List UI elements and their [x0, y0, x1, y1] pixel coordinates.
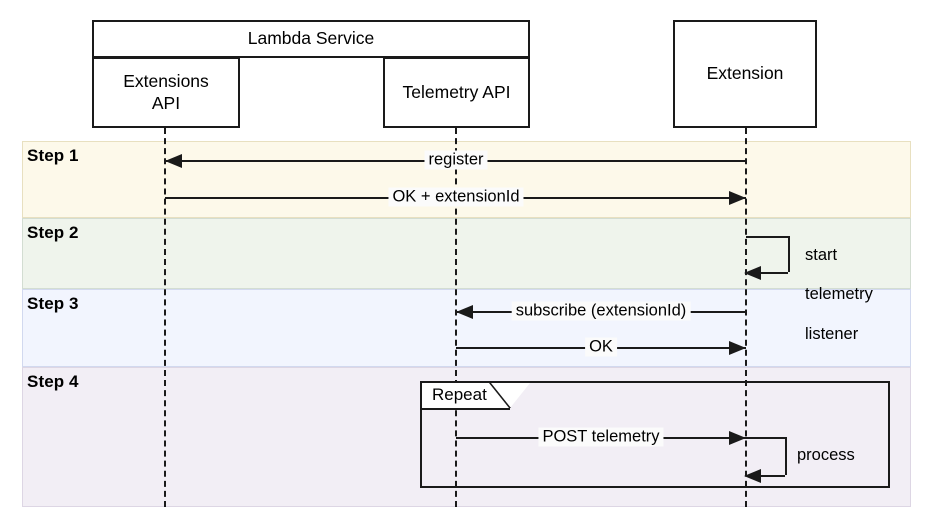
- step-band-2-label: Step 2: [27, 223, 79, 242]
- message-arrowhead-ok-extension-id: [729, 191, 746, 205]
- self-message-top-line-start-telemetry-listener: [746, 236, 788, 238]
- message-label-ok-extension-id: OK + extensionId: [388, 187, 524, 207]
- self-message-right-line-process: [785, 437, 787, 475]
- self-message-bottom-line-start-telemetry-listener: [760, 272, 788, 274]
- actor-box-extensions-api: Extensions API: [92, 57, 240, 128]
- self-message-right-line-start-telemetry-listener: [788, 236, 790, 272]
- step-band-2: [22, 218, 911, 289]
- message-label-post-telemetry: POST telemetry: [538, 427, 664, 447]
- step-band-1-label: Step 1: [27, 146, 79, 165]
- self-message-bottom-line-process: [760, 475, 785, 477]
- self-message-top-line-process: [746, 437, 785, 439]
- message-arrowhead-subscribe: [456, 305, 473, 319]
- actor-label-extensions-api-line2: API: [151, 92, 181, 113]
- actor-label-extensions-api: Extensions API: [123, 71, 209, 115]
- step-band-3: [22, 289, 911, 367]
- actor-label-telemetry-api: Telemetry API: [402, 81, 511, 102]
- message-arrowhead-register: [165, 154, 182, 168]
- message-arrowhead-ok: [729, 341, 746, 355]
- actor-label-extensions-api-line1: Extensions: [123, 70, 209, 91]
- step-band-4-label: Step 4: [27, 372, 79, 391]
- message-label-subscribe: subscribe (extensionId): [511, 301, 691, 321]
- actor-label-lambda-service: Lambda Service: [247, 28, 375, 48]
- self-message-label-line2: telemetry: [805, 285, 873, 304]
- self-message-label-line3: listener: [805, 324, 859, 343]
- message-label-register: register: [424, 150, 488, 170]
- self-message-label-line1: start: [805, 245, 838, 264]
- self-message-arrowhead-process: [744, 469, 761, 483]
- repeat-frame-label: Repeat: [432, 385, 487, 404]
- actor-box-telemetry-api: Telemetry API: [383, 57, 530, 128]
- actor-box-lambda-service: Lambda Service: [92, 20, 530, 58]
- repeat-frame-tab: [422, 383, 530, 408]
- lifeline-extension: [745, 128, 747, 507]
- self-message-label-start-telemetry-listener: start telemetry listener: [805, 226, 873, 345]
- self-message-label-process: process: [797, 446, 855, 464]
- self-message-arrowhead-start-telemetry-listener: [744, 266, 761, 280]
- repeat-frame: [420, 381, 890, 488]
- actor-label-extension: Extension: [706, 63, 784, 84]
- lifeline-extensions-api: [164, 128, 166, 507]
- repeat-frame-tab-bottom-edge: [422, 408, 510, 410]
- actor-box-extension: Extension: [673, 20, 817, 128]
- step-band-3-label: Step 3: [27, 294, 79, 313]
- message-label-ok: OK: [585, 337, 617, 357]
- message-arrowhead-post-telemetry: [729, 431, 746, 445]
